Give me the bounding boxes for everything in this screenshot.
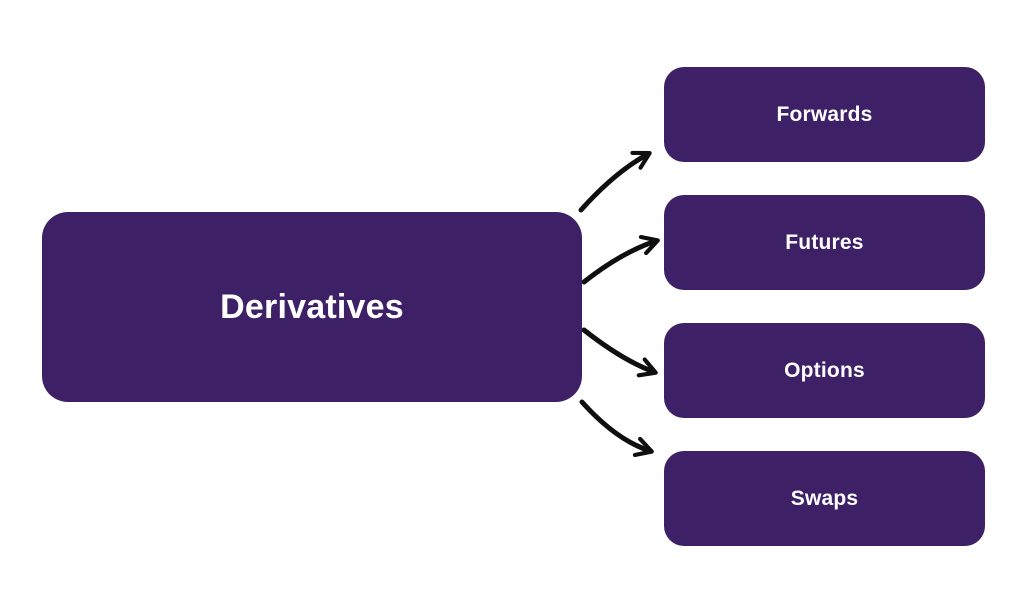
node-forwards: Forwards	[664, 67, 985, 162]
node-options: Options	[664, 323, 985, 418]
arrow-derivatives-to-options	[581, 327, 658, 378]
arrow-derivatives-to-swaps	[579, 399, 654, 458]
node-futures: Futures	[664, 195, 985, 290]
node-derivatives-label: Derivatives	[220, 287, 404, 326]
node-derivatives: Derivatives	[42, 212, 582, 402]
node-swaps: Swaps	[664, 451, 985, 546]
node-futures-label: Futures	[785, 230, 864, 254]
node-forwards-label: Forwards	[776, 102, 873, 126]
node-options-label: Options	[784, 358, 865, 382]
arrow-derivatives-to-forwards	[578, 150, 652, 213]
node-swaps-label: Swaps	[790, 486, 859, 510]
arrow-derivatives-to-futures	[581, 234, 660, 285]
